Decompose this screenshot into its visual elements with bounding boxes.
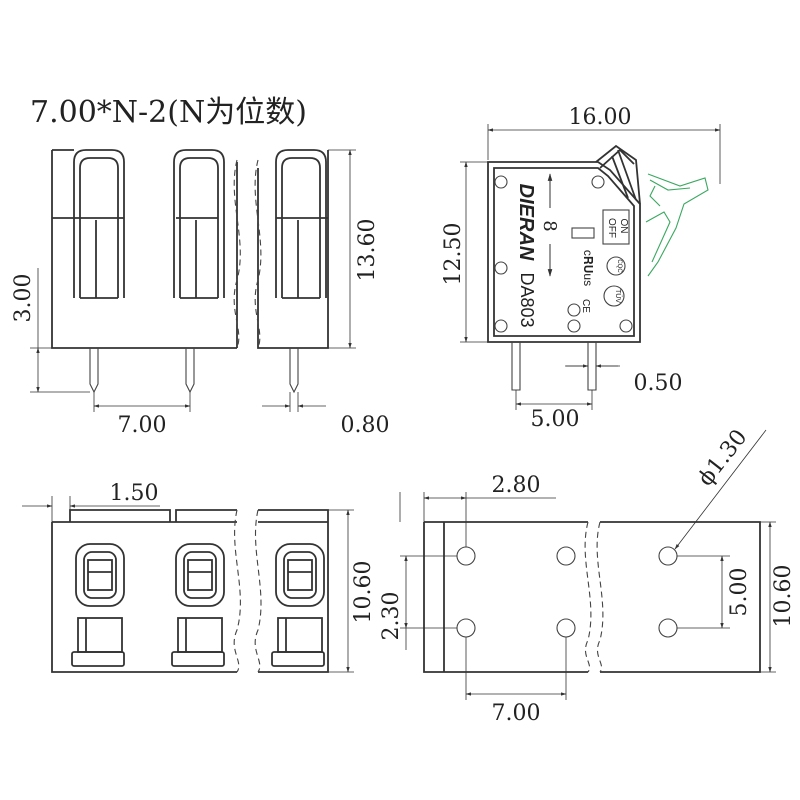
front-clamp-3 xyxy=(275,149,327,299)
pcb-break-line-2 xyxy=(596,521,604,673)
side-brand: DIERAN xyxy=(515,184,537,261)
pcb-dim-row-spacing: 5.00 xyxy=(677,555,752,629)
cert-cqc: CQC xyxy=(616,259,622,273)
pcb-hole xyxy=(556,618,576,638)
side-dim-pin-width-label: 0.50 xyxy=(634,371,683,396)
side-holes xyxy=(494,175,633,333)
top-dim-edge-offset: 1.50 xyxy=(22,481,160,522)
pcb-dim-bottom-row-offset: 2.30 xyxy=(379,555,457,650)
side-dim-pin-spacing: 5.00 xyxy=(515,390,593,432)
front-dim-pitch: 7.00 xyxy=(93,392,191,438)
pcb-hole xyxy=(658,618,678,638)
front-body-outline xyxy=(51,149,329,349)
pcb-dim-pitch: 7.00 xyxy=(465,637,567,726)
cert-tuv: TÜV xyxy=(614,289,622,303)
side-view: 8 DIERAN DA803 ON OFF c𝐑𝐔us CQC TÜV CE 1… xyxy=(441,105,721,432)
pcb-layout-view: 2.80 ϕ1.30 5.00 10.60 2.30 xyxy=(379,425,796,726)
pcb-holes xyxy=(456,546,678,638)
front-view: 13.60 3.00 7.00 0.80 xyxy=(11,149,389,438)
top-dim-height: 10.60 xyxy=(328,509,376,673)
top-dim-height-label: 10.60 xyxy=(351,561,376,624)
pcb-dim-pitch-label: 7.00 xyxy=(492,701,541,726)
cert-ul: c𝐑𝐔us xyxy=(581,250,595,286)
pcb-dim-bottom-row-offset-label: 2.30 xyxy=(379,592,404,641)
front-break-line-2 xyxy=(254,159,262,349)
pcb-dim-edge-to-hole: 2.80 xyxy=(399,473,556,547)
side-wire-arrow xyxy=(547,173,595,277)
front-dim-pin-length-label: 3.00 xyxy=(11,274,36,323)
top-break-line xyxy=(233,509,241,673)
pcb-hole xyxy=(556,546,576,566)
side-model: DA803 xyxy=(517,272,537,327)
pcb-outline xyxy=(423,521,761,673)
top-view: 1.50 10.60 xyxy=(22,481,376,673)
front-break-line xyxy=(233,159,241,349)
pcb-break-line xyxy=(584,521,592,673)
on-label: ON xyxy=(618,219,629,234)
side-dim-width: 16.00 xyxy=(487,105,721,184)
pcb-dim-height-label: 10.60 xyxy=(771,565,796,628)
side-dim-height: 12.50 xyxy=(441,161,488,343)
top-cell-3 xyxy=(271,543,325,667)
side-dim-width-label: 16.00 xyxy=(569,105,632,130)
on-off-indicator: ON OFF xyxy=(602,209,630,245)
off-label: OFF xyxy=(606,218,617,238)
cert-marks: c𝐑𝐔us CQC TÜV CE xyxy=(580,250,626,313)
side-dim-height-label: 12.50 xyxy=(441,223,466,286)
top-cell-2 xyxy=(171,543,225,667)
pcb-hole xyxy=(658,546,678,566)
front-dim-pitch-label: 7.00 xyxy=(118,413,167,438)
side-dim-pin-spacing-label: 5.00 xyxy=(531,407,580,432)
cert-cqc-icon xyxy=(606,256,626,276)
cert-tuv-icon xyxy=(603,285,625,307)
cert-ce: CE xyxy=(580,299,591,313)
front-pins xyxy=(89,348,299,394)
side-number: 8 xyxy=(539,220,560,231)
title-formula: 7.00*N-2(N为位数) xyxy=(30,95,307,130)
top-break-line-2 xyxy=(254,509,262,673)
side-housing xyxy=(487,144,641,343)
top-dim-edge-offset-label: 1.50 xyxy=(110,481,159,506)
pcb-dim-hole-diameter-label: ϕ1.30 xyxy=(693,425,752,491)
top-cell-1 xyxy=(71,543,125,667)
pcb-hole xyxy=(456,618,476,638)
pcb-dim-hole-diameter: ϕ1.30 xyxy=(674,425,767,550)
front-clamp-1 xyxy=(73,149,125,299)
pcb-dim-edge-to-hole-label: 2.80 xyxy=(492,473,541,498)
side-dim-pin-width: 0.50 xyxy=(565,364,683,396)
front-dim-height-label: 13.60 xyxy=(355,219,380,282)
pcb-dim-height: 10.60 xyxy=(760,521,796,673)
front-dim-pin-width-label: 0.80 xyxy=(341,413,390,438)
front-dim-pin-length: 3.00 xyxy=(11,268,90,393)
front-dim-height: 13.60 xyxy=(328,149,380,349)
pcb-dim-row-spacing-label: 5.00 xyxy=(727,568,752,617)
pcb-hole xyxy=(456,546,476,566)
front-clamp-2 xyxy=(173,149,225,299)
front-dim-pin-width: 0.80 xyxy=(262,392,389,438)
top-body-outline xyxy=(51,509,329,673)
open-lever-outline xyxy=(645,173,709,277)
